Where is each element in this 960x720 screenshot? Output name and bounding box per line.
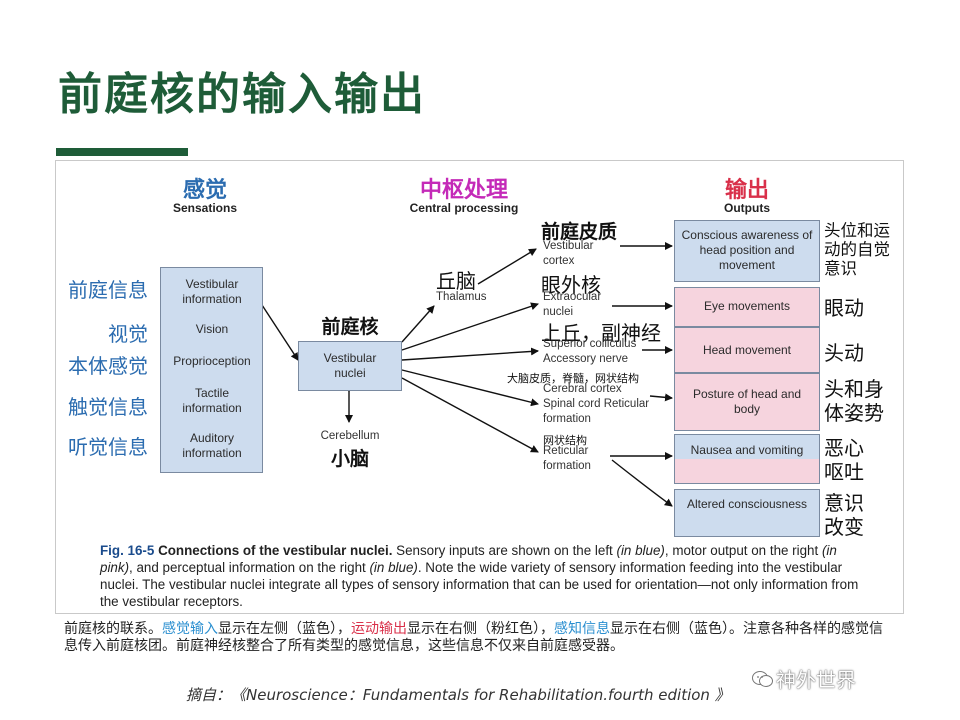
- caption-part1: Sensory inputs are shown on the left: [392, 543, 617, 558]
- sensation-auditory-cn: 听觉信息: [68, 435, 148, 459]
- caption-blue1: (in blue): [616, 543, 665, 558]
- header-outputs-en: Outputs: [724, 201, 770, 215]
- output-awareness-box: [674, 220, 820, 282]
- chinese-caption: 前庭核的联系。感觉输入显示在左侧（蓝色），运动输出显示在右侧（粉红色），感知信息…: [64, 621, 884, 655]
- output-awareness-en: Conscious awareness of head position and…: [681, 228, 813, 272]
- output-head-en: Head movement: [702, 343, 792, 357]
- watermark: 神外世界: [776, 668, 856, 692]
- vestibular-nuclei-box: [298, 341, 402, 391]
- header-outputs-cn: 输出: [724, 178, 769, 203]
- reticular-en: Reticular formation: [543, 445, 591, 472]
- sensation-vestibular-en: Vestibular information: [182, 277, 242, 306]
- header-central-en: Central processing: [409, 201, 519, 215]
- output-consciousness-box: [674, 489, 820, 537]
- reticular-cn: 网状结构: [543, 434, 587, 447]
- caption-part3: , and perceptual information on the righ…: [129, 560, 370, 575]
- cerebellum-cn: 小脑: [330, 448, 369, 470]
- page-title: 前庭核的输入输出: [58, 69, 426, 120]
- cerebral-en: Cerebral cortex Spinal cord Reticular fo…: [543, 383, 650, 425]
- output-posture-en: Posture of head and body: [692, 387, 802, 416]
- header-central-cn: 中枢处理: [419, 178, 508, 203]
- arrow-nuclei-extraocular: [394, 302, 539, 357]
- arrow-cerebral-posture: [649, 393, 673, 402]
- arrow-thalamus-cortex: [477, 248, 537, 285]
- cn-caption-perceptual: 感知信息: [554, 621, 610, 637]
- cn-caption-e: 显示在右侧（粉红色），: [407, 621, 554, 637]
- cn-caption-a: 前庭核的联系。: [64, 621, 162, 637]
- title-underline: [56, 148, 188, 156]
- vestibular-cortex-en: Vestibular cortex: [543, 240, 594, 267]
- caption-fig-number: Fig. 16-5: [100, 543, 155, 558]
- caption-heading: Connections of the vestibular nuclei.: [158, 543, 393, 558]
- caption-blue2: (in blue): [369, 560, 418, 575]
- cn-caption-sensory: 感觉输入: [162, 621, 218, 637]
- source-citation: 摘自：《Neuroscience：Fundamentals for Rehabi…: [186, 686, 730, 704]
- extraocular-cn: 眼外核: [541, 273, 601, 297]
- sensation-tactile-cn: 触觉信息: [68, 395, 148, 419]
- arrow-reticular-consciousness: [611, 459, 673, 507]
- sensation-tactile-en: Tactile information: [182, 386, 242, 415]
- output-consciousness-en: Altered consciousness: [686, 497, 808, 511]
- arrow-nuclei-cerebral: [394, 364, 539, 407]
- nuclei-cn: 前庭核: [321, 316, 379, 338]
- caption-part2: , motor output on the right: [664, 543, 822, 558]
- output-consciousness-cn: 意识改变: [824, 491, 864, 539]
- output-nausea-box: [674, 434, 820, 484]
- output-head-cn: 头动: [824, 341, 864, 365]
- thalamus-en: Thalamus: [436, 291, 487, 303]
- sensations-box: [160, 267, 263, 473]
- arrow-nuclei-reticular: [401, 377, 539, 453]
- output-awareness-cn: 头位和运动的自觉意识: [824, 221, 890, 278]
- nuclei-en: Vestibular nuclei: [323, 351, 377, 380]
- arrow-nuclei-thalamus: [401, 305, 435, 343]
- cn-caption-c: 显示在左侧（蓝色），: [218, 621, 351, 637]
- output-posture-box: [674, 373, 820, 431]
- cerebral-cn: 大脑皮质，脊髓，网状结构: [507, 372, 639, 385]
- output-posture-cn: 头和身体姿势: [824, 377, 884, 425]
- output-eye-en: Eye movements: [703, 299, 791, 313]
- sensation-vision-en: Vision: [195, 322, 229, 336]
- output-eye-cn: 眼动: [824, 296, 864, 320]
- cerebellum-en: Cerebellum: [320, 430, 380, 442]
- sensation-vision-cn: 视觉: [108, 322, 148, 346]
- caption-pink: (in pink): [100, 543, 837, 575]
- output-head-box: [674, 327, 820, 373]
- sensation-proprioception-cn: 本体感觉: [68, 354, 148, 378]
- caption-part4: . Note the wide variety of sensory infor…: [100, 560, 859, 609]
- sensation-auditory-en: Auditory information: [182, 431, 242, 460]
- sensation-vestibular-cn: 前庭信息: [68, 278, 148, 302]
- header-sensations-cn: 感觉: [182, 178, 227, 203]
- thalamus-cn: 丘脑: [436, 269, 476, 293]
- extraocular-en: Extraocular nuclei: [543, 291, 602, 318]
- cn-caption-g: 显示在右侧（蓝色）。注意各种各样的感觉信息传入前庭核团。前庭神经核整合了所有类型…: [64, 621, 883, 654]
- wechat-icon: [752, 671, 773, 687]
- colliculus-en: Superior colliculus Accessory nerve: [543, 338, 637, 365]
- colliculus-cn: 上丘，副神经: [541, 321, 661, 345]
- figure-caption: Fig. 16-5 Connections of the vestibular …: [100, 542, 860, 610]
- output-nausea-cn: 恶心呕吐: [824, 436, 864, 484]
- header-sensations-en: Sensations: [172, 201, 238, 215]
- output-eye-box: [674, 287, 820, 327]
- output-nausea-en: Nausea and vomiting: [690, 443, 804, 457]
- arrow-nuclei-colliculus: [394, 347, 539, 365]
- vestibular-cortex-cn: 前庭皮质: [541, 221, 618, 243]
- arrow-sensations-to-nuclei: [261, 304, 299, 361]
- sensation-proprioception-en: Proprioception: [173, 354, 251, 368]
- cn-caption-motor: 运动输出: [351, 621, 407, 637]
